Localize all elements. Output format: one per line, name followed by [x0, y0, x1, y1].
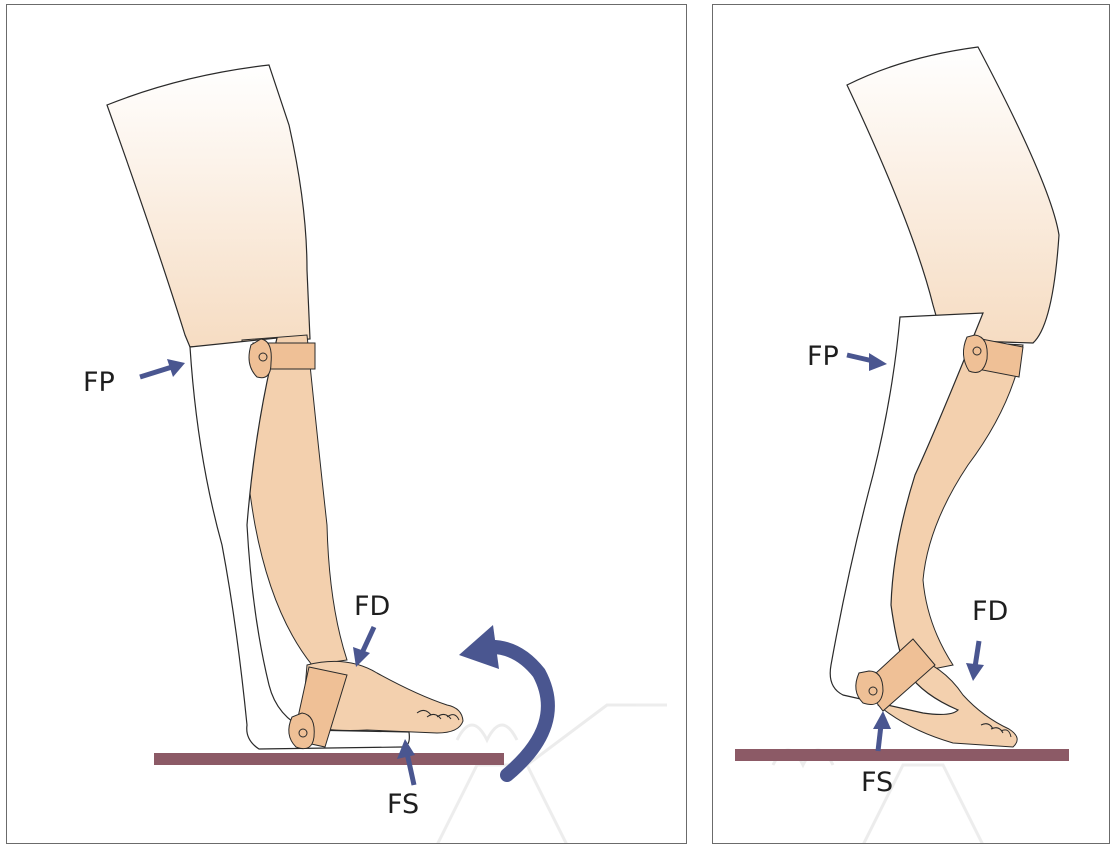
fp-arrow-icon: [140, 359, 185, 377]
thigh: [847, 47, 1059, 343]
fp-arrow-icon: [847, 353, 887, 371]
right-illustration: FP FD FS: [713, 5, 1110, 844]
fd-label: FD: [354, 591, 390, 622]
fp-label: FP: [807, 341, 839, 372]
fd-arrow-icon: [353, 627, 374, 667]
fs-label: FS: [861, 767, 893, 798]
ground-bar: [735, 749, 1069, 761]
thigh: [107, 65, 310, 347]
ground-bar: [154, 753, 504, 765]
fd-arrow-icon: [966, 641, 984, 681]
right-panel: FP FD FS: [712, 4, 1110, 844]
fs-label: FS: [387, 789, 419, 820]
left-panel: FP FD FS: [6, 4, 687, 844]
fd-label: FD: [972, 596, 1008, 627]
fs-arrow-icon: [873, 711, 891, 751]
left-illustration: FP FD FS: [7, 5, 687, 844]
rotation-arrow-icon: [459, 625, 548, 775]
fp-label: FP: [83, 367, 115, 398]
